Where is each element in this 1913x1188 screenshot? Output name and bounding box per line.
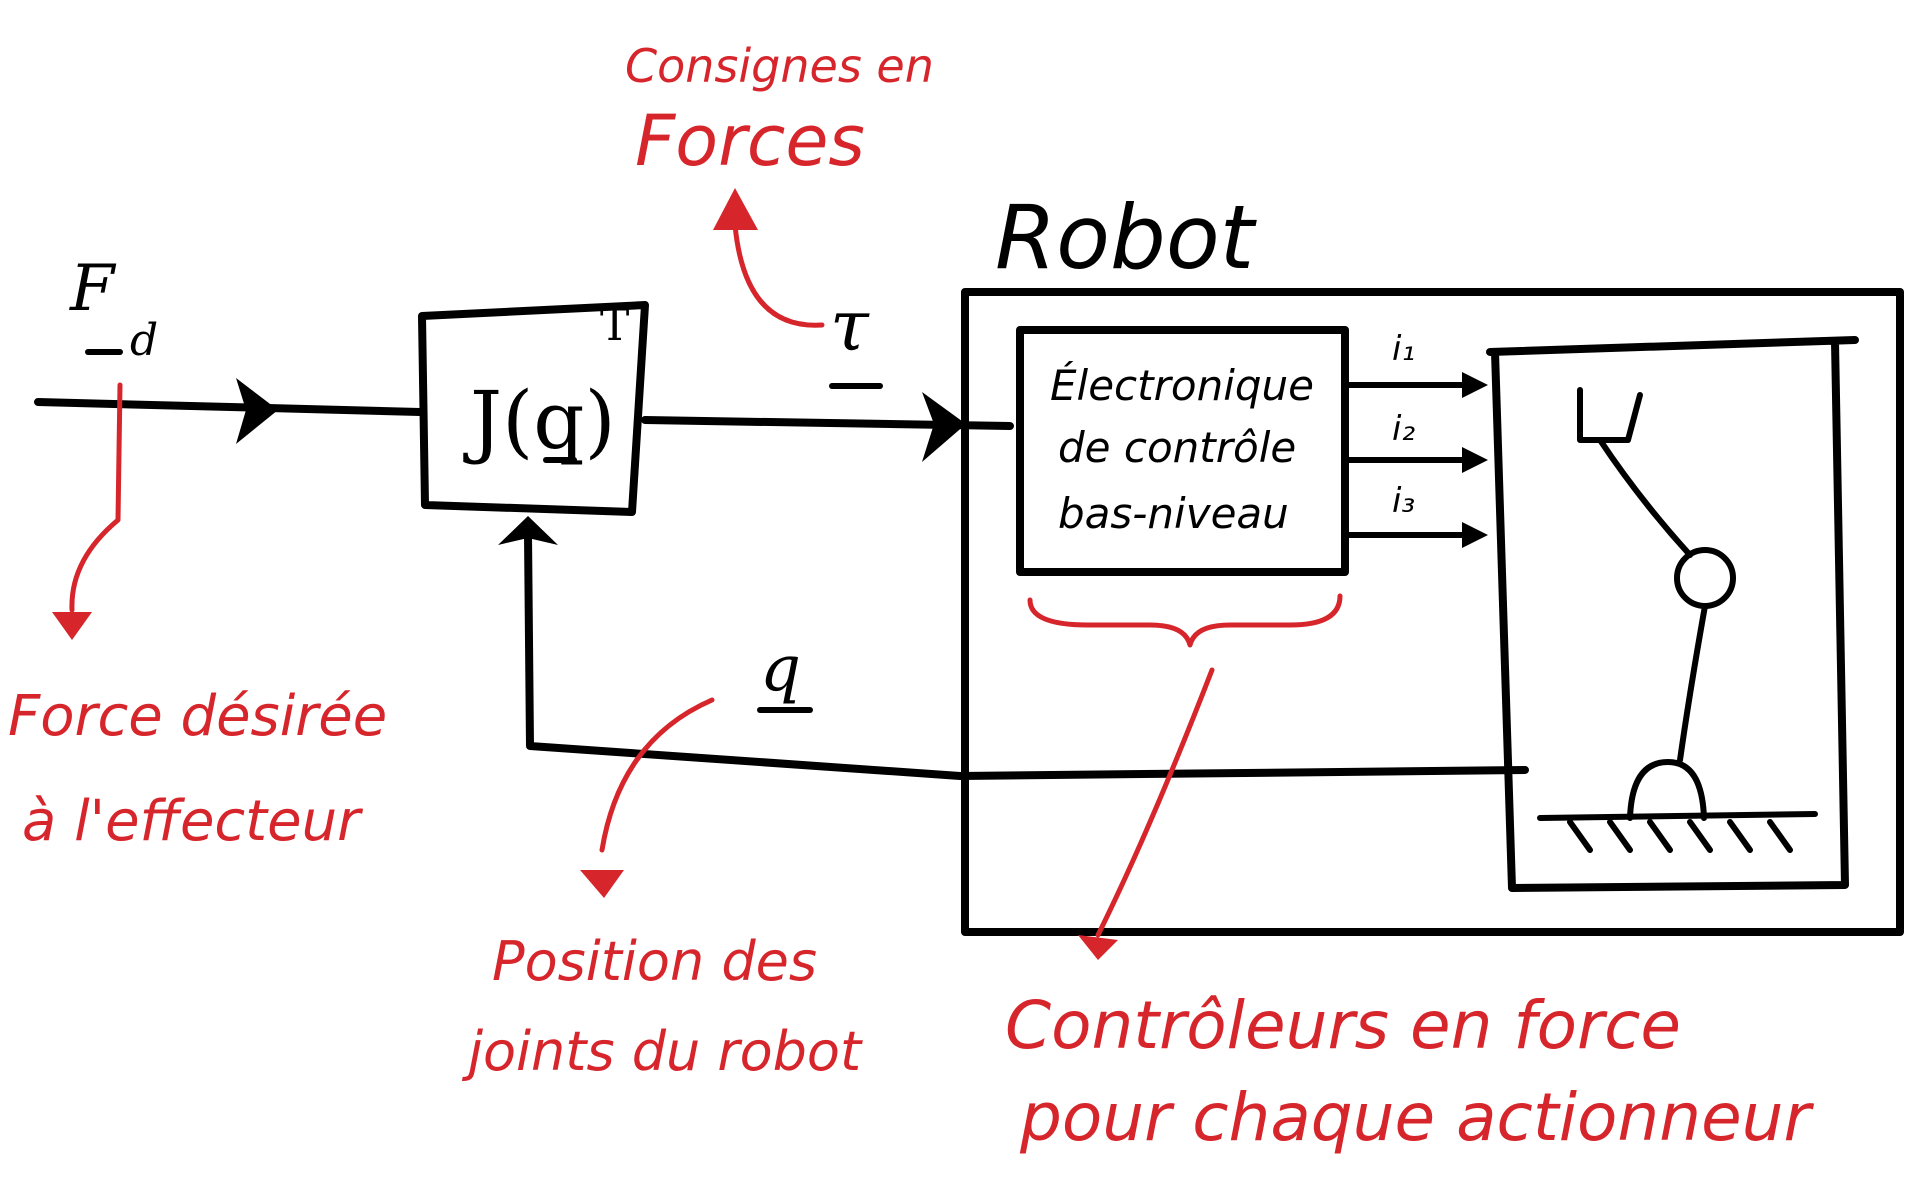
- joint-position-pointer: [599, 697, 715, 853]
- gripper-icon: [1577, 387, 1643, 443]
- joint-position-line-2: joints du robot: [461, 1020, 863, 1083]
- joint-position-arrowhead: [580, 870, 624, 898]
- current-2-label: i₂: [1392, 409, 1415, 449]
- current-2-arrowhead: [1462, 447, 1488, 473]
- annotation-joint-position: Position des joints du robot: [461, 697, 863, 1083]
- force-commands-line-2: Forces: [635, 100, 865, 182]
- annotation-desired-force: Force désirée à l'effecteur: [8, 382, 387, 854]
- ground-hatching: [1567, 819, 1793, 853]
- force-commands-pointer: [732, 222, 825, 328]
- lower-link: [1677, 603, 1708, 763]
- input-arrow-line: [34, 398, 424, 416]
- force-controllers-line-1: Contrôleurs en force: [1005, 987, 1681, 1064]
- desired-force-arrowhead: [52, 612, 92, 640]
- q-feedback-arrowhead: [498, 516, 558, 545]
- q-symbol: q: [760, 632, 801, 706]
- base-joint-icon: [1627, 759, 1707, 821]
- electronics-line-2: de contrôle: [1058, 423, 1296, 472]
- tau-signal: τ: [641, 285, 1014, 462]
- input-force-subscript: d: [130, 315, 158, 366]
- robot-arm-icon: [1537, 387, 1818, 853]
- current-3-label: i₃: [1392, 481, 1415, 521]
- robot-title: Robot: [995, 186, 1258, 289]
- electronics-line-1: Électronique: [1050, 360, 1314, 410]
- joint-position-line-1: Position des: [492, 930, 817, 993]
- tau-arrow-head: [922, 392, 966, 462]
- jacobian-block-label: J(q): [463, 374, 616, 467]
- annotation-force-controllers: Contrôleurs en force pour chaque actionn…: [1005, 593, 1815, 1156]
- input-arrow-head: [236, 378, 278, 444]
- desired-force-line-1: Force désirée: [8, 684, 387, 749]
- force-commands-arrowhead: [713, 188, 758, 230]
- current-3-arrowhead: [1462, 522, 1488, 548]
- tau-symbol: τ: [830, 285, 870, 367]
- q-feedback: q: [498, 516, 1529, 780]
- force-controllers-arrowhead: [1078, 935, 1118, 960]
- current-1-arrowhead: [1462, 372, 1488, 398]
- current-1-label: i₁: [1392, 329, 1415, 369]
- force-controllers-pointer: [1095, 667, 1215, 938]
- jacobian-transpose-block: J(q) T: [418, 300, 649, 516]
- electronics-block: [1016, 326, 1349, 576]
- input-force-symbol: F: [69, 252, 117, 326]
- ground-line: [1537, 811, 1818, 821]
- force-commands-line-1: Consignes en: [625, 39, 934, 93]
- electronics-brace: [1027, 593, 1343, 648]
- force-controllers-line-2: pour chaque actionneur: [1019, 1079, 1815, 1156]
- desired-force-line-2: à l'effecteur: [22, 789, 363, 854]
- manipulator-box: [1486, 336, 1859, 892]
- q-feedback-line: [524, 531, 1529, 780]
- robot-system: Robot Électronique de contrôle bas-nivea…: [961, 186, 1904, 936]
- elbow-joint-icon: [1674, 547, 1736, 609]
- robot-box: [961, 288, 1904, 936]
- annotation-force-commands: Consignes en Forces: [625, 39, 934, 328]
- jacobian-superscript: T: [600, 300, 629, 351]
- input-force-signal: F d: [34, 252, 424, 444]
- electronics-line-3: bas-niveau: [1058, 489, 1289, 538]
- desired-force-pointer: [69, 382, 123, 613]
- upper-link: [1597, 437, 1693, 558]
- jacobian-block-box: [418, 301, 649, 516]
